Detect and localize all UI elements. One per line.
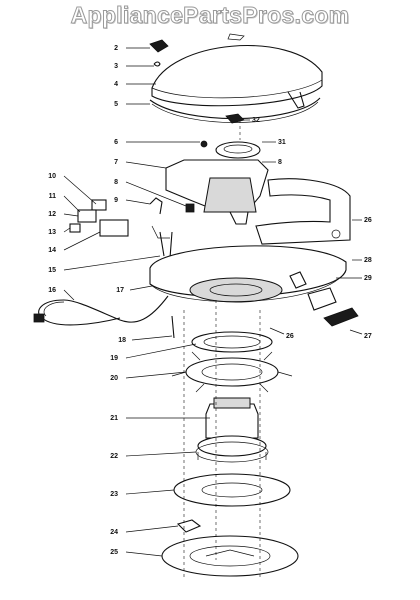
callout-label: 8 bbox=[278, 159, 282, 166]
lid-dome bbox=[151, 33, 323, 109]
callout-label: 14 bbox=[48, 247, 56, 254]
callout-label: 26 bbox=[364, 217, 372, 224]
lower-gasket bbox=[173, 473, 291, 507]
callout-label: 8 bbox=[114, 179, 118, 186]
motor-cage-housing bbox=[165, 159, 269, 225]
callout-label: 22 bbox=[110, 453, 118, 460]
assembly-guides bbox=[183, 120, 261, 580]
callout-label: 18 bbox=[118, 337, 126, 344]
callout-label: 15 bbox=[48, 267, 56, 274]
switch-assembly bbox=[69, 197, 195, 259]
fan-rings bbox=[171, 331, 293, 393]
callout-label: 28 bbox=[364, 257, 372, 264]
handle-bail bbox=[255, 178, 351, 245]
filter-nut bbox=[200, 140, 208, 148]
callout-label: 29 bbox=[364, 275, 372, 282]
callout-label: 27 bbox=[364, 333, 372, 340]
callout-label: 19 bbox=[110, 355, 118, 362]
callout-label: 6 bbox=[114, 139, 118, 146]
callout-label: 16 bbox=[48, 287, 56, 294]
callout-label: 32 bbox=[252, 117, 260, 124]
callout-label: 23 bbox=[110, 491, 118, 498]
callout-label: 31 bbox=[278, 139, 286, 146]
callout-label: 20 bbox=[110, 375, 118, 382]
filter-clip-32 bbox=[225, 113, 245, 124]
filter-screen bbox=[215, 141, 261, 159]
callout-label: 2 bbox=[114, 45, 118, 52]
callout-label: 3 bbox=[114, 63, 118, 70]
callout-label: 10 bbox=[48, 173, 56, 180]
callout-label: 13 bbox=[48, 229, 56, 236]
callout-label: 4 bbox=[114, 81, 118, 88]
callout-label: 17 bbox=[116, 287, 124, 294]
callout-labels: 2 3 4 5 32 6 31 7 8 8 9 10 11 12 13 14 1… bbox=[48, 45, 372, 556]
motor bbox=[195, 397, 269, 463]
callout-label: 21 bbox=[110, 415, 118, 422]
callout-label: 24 bbox=[110, 529, 118, 536]
callout-label: 26 bbox=[286, 333, 294, 340]
watermark: AppliancePartsPros.com bbox=[70, 2, 350, 29]
callout-label: 7 bbox=[114, 159, 118, 166]
leader-lines bbox=[63, 47, 363, 557]
callout-label: 12 bbox=[48, 211, 56, 218]
retaining-clip bbox=[176, 519, 202, 533]
callout-label: 5 bbox=[114, 101, 118, 108]
power-cord bbox=[33, 295, 175, 339]
callout-label: 9 bbox=[114, 197, 118, 204]
side-switch-assembly bbox=[289, 271, 359, 327]
callout-label: 25 bbox=[110, 549, 118, 556]
bottom-cover bbox=[161, 535, 299, 577]
callout-label: 11 bbox=[49, 193, 57, 200]
lid-knob bbox=[149, 39, 169, 53]
screw-3 bbox=[153, 61, 161, 67]
